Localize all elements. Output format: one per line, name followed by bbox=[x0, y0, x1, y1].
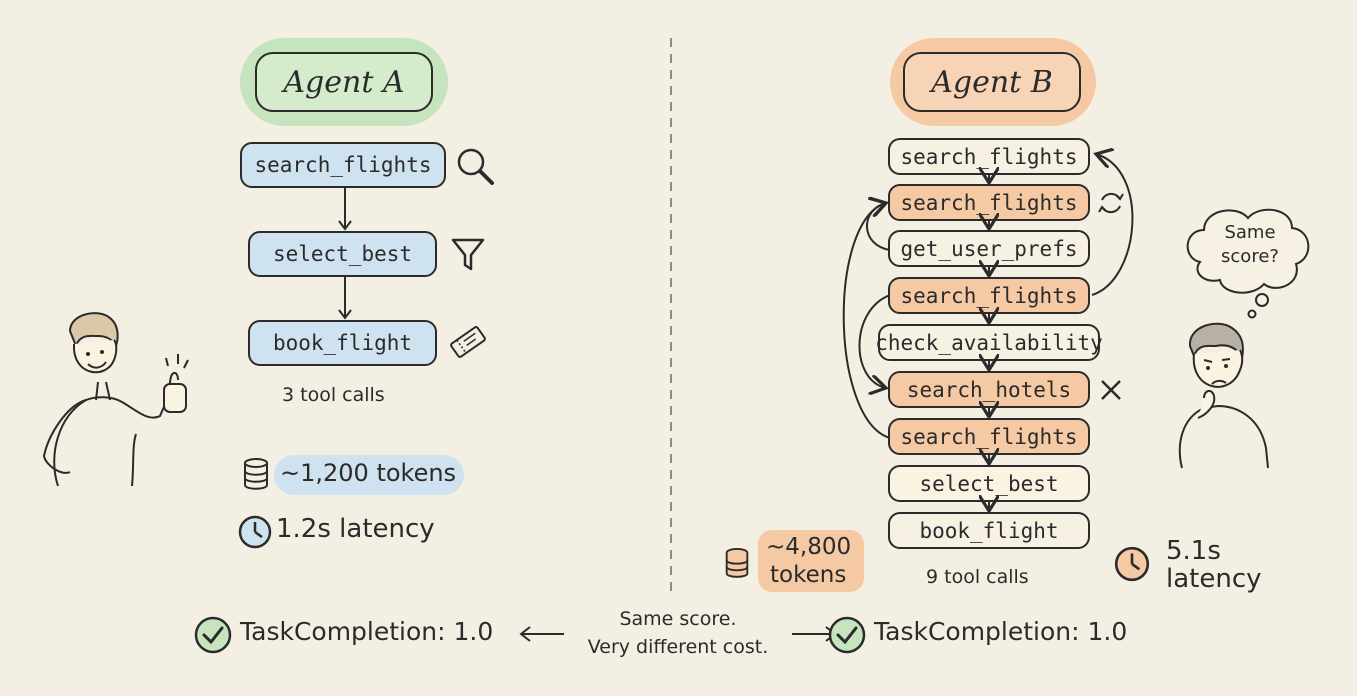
database-icon-b bbox=[725, 548, 749, 578]
thought-bubble-line1: Same bbox=[1224, 222, 1276, 243]
magnifier-icon bbox=[457, 148, 494, 185]
agent-a-tokens: ~1,200 tokens bbox=[280, 459, 457, 487]
database-icon bbox=[244, 458, 268, 490]
agent-a-arrow-1 bbox=[338, 188, 352, 231]
retry-icon bbox=[1098, 192, 1124, 214]
agent-b-tool-call-count: 9 tool calls bbox=[926, 566, 1029, 588]
agent-b-tool-3: get_user_prefs bbox=[888, 230, 1090, 267]
agent-b-latency-unit: latency bbox=[1166, 564, 1262, 594]
agent-a-arrow-2 bbox=[338, 277, 352, 320]
agent-a-tool-book-flight: book_flight bbox=[248, 320, 437, 366]
caption-line1: Same score. bbox=[619, 608, 737, 630]
divider bbox=[670, 38, 672, 594]
clock-icon-b bbox=[1114, 546, 1150, 582]
agent-b-tool-8: select_best bbox=[888, 465, 1090, 502]
agent-a-tool-search-flights: search_flights bbox=[240, 142, 446, 188]
thinking-person-illustration bbox=[1178, 322, 1269, 469]
agent-b-tokens-unit: tokens bbox=[770, 562, 847, 588]
agent-b-title: Agent B bbox=[903, 52, 1081, 112]
thought-bubble-line2: score? bbox=[1221, 246, 1279, 267]
agent-b-tokens-highlight bbox=[758, 530, 864, 592]
agent-a-title: Agent A bbox=[255, 52, 433, 112]
agent-a-latency: 1.2s latency bbox=[276, 514, 435, 544]
agent-b-flow-arrows bbox=[842, 130, 1134, 560]
agent-a-tool-call-count: 3 tool calls bbox=[282, 384, 385, 406]
check-icon-a bbox=[194, 616, 232, 654]
arrow-left bbox=[519, 626, 564, 642]
x-mark-icon bbox=[1101, 380, 1121, 400]
agent-a-task-completion: TaskCompletion: 1.0 bbox=[240, 617, 494, 646]
agent-a-tokens-highlight bbox=[274, 455, 464, 495]
agent-b-tokens-value: ~4,800 bbox=[766, 534, 852, 560]
agent-b-tool-9: book_flight bbox=[888, 512, 1090, 549]
agent-a-tool-select-best: select_best bbox=[248, 231, 437, 277]
filter-icon bbox=[451, 238, 485, 271]
clock-icon bbox=[238, 515, 272, 549]
thought-bubble bbox=[1186, 208, 1310, 319]
agent-b-latency-value: 5.1s bbox=[1166, 536, 1221, 566]
ticket-icon bbox=[450, 326, 486, 358]
agent-b-task-completion: TaskCompletion: 1.0 bbox=[874, 617, 1128, 646]
caption-line2: Very different cost. bbox=[587, 636, 769, 658]
happy-person-illustration bbox=[42, 312, 189, 487]
check-icon-b bbox=[828, 616, 866, 654]
